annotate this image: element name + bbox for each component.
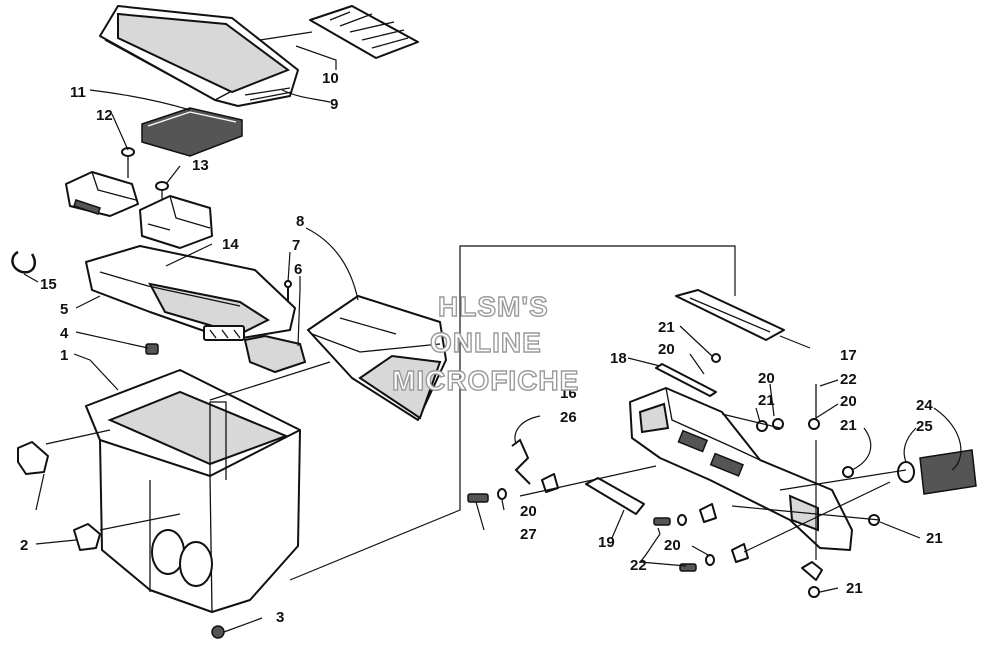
callout-20-b: 20	[758, 370, 775, 387]
filter-pad	[141, 107, 243, 157]
plug-24	[897, 461, 915, 483]
intake-duct	[307, 295, 447, 421]
ignition-module	[65, 171, 139, 217]
callout-25: 26	[560, 409, 577, 426]
callout-14: 14	[222, 236, 239, 253]
latch-27	[17, 441, 49, 475]
wire-25	[511, 438, 531, 485]
pre-filter	[919, 449, 977, 495]
callout-9: 9	[330, 96, 338, 113]
hardware-right	[653, 353, 880, 598]
callout-23: 24	[916, 397, 933, 414]
airbox-cover	[99, 5, 299, 107]
airbox	[85, 369, 301, 613]
callout-12: 12	[96, 107, 113, 124]
callout-21-d: 21	[926, 530, 943, 547]
callout-21-b: 21	[758, 392, 775, 409]
callout-24: 25	[916, 418, 933, 435]
control-module	[139, 195, 213, 249]
callout-17: 17	[840, 347, 857, 364]
callout-13: 13	[192, 157, 209, 174]
callout-4: 4	[60, 325, 69, 342]
assembly-frame	[289, 245, 736, 581]
link-line	[209, 361, 331, 401]
callout-16: 16	[560, 385, 577, 402]
callout-15: 15	[40, 276, 57, 293]
callout-11: 11	[70, 84, 86, 101]
gasket	[675, 289, 785, 341]
callout-26: 27	[520, 526, 537, 543]
callout-19: 19	[598, 534, 615, 551]
callout-2: 2	[20, 537, 28, 554]
callout-22-b: 22	[630, 557, 647, 574]
callout-20-e: 20	[664, 537, 681, 554]
callout-5: 5	[60, 301, 68, 318]
watermark-line-3: MICROFICHE	[392, 365, 579, 396]
clamp	[11, 250, 36, 274]
rod	[655, 363, 717, 397]
watermark-line-2: ONLINE	[430, 327, 542, 358]
callout-20-d: 20	[520, 503, 537, 520]
fitting-4	[145, 343, 159, 355]
callout-3: 3	[276, 609, 284, 626]
washer-20-a	[497, 488, 507, 500]
callout-18: 18	[610, 350, 627, 367]
callout-7: 7	[292, 237, 300, 254]
callout-21-e: 21	[846, 580, 863, 597]
callout-20-a: 20	[658, 341, 675, 358]
callout-6: 6	[294, 261, 302, 278]
callout-21-a: 21	[658, 319, 675, 336]
callout-8: 8	[296, 213, 304, 230]
plug-3	[211, 625, 225, 639]
watermark: HLSM'S ONLINE MICROFICHE	[391, 290, 579, 396]
watermark-line-1: HLSM'S	[438, 291, 549, 322]
decal	[309, 5, 419, 59]
callout-1: 1	[60, 347, 68, 364]
callout-labels: 10 9 11 12 13 14 8 7 6 15 5 4 1 2 3 21 1…	[20, 70, 943, 626]
callout-21-c: 21	[840, 417, 857, 434]
callout-10: 10	[322, 70, 339, 87]
screw-26	[467, 493, 489, 503]
electrical-tray	[85, 245, 296, 341]
screw-12	[121, 147, 135, 178]
callout-20-c: 20	[840, 393, 857, 410]
callout-22-a: 22	[840, 371, 857, 388]
clip-19	[585, 477, 645, 515]
intake-boot	[243, 334, 307, 374]
clip-2	[73, 523, 101, 551]
